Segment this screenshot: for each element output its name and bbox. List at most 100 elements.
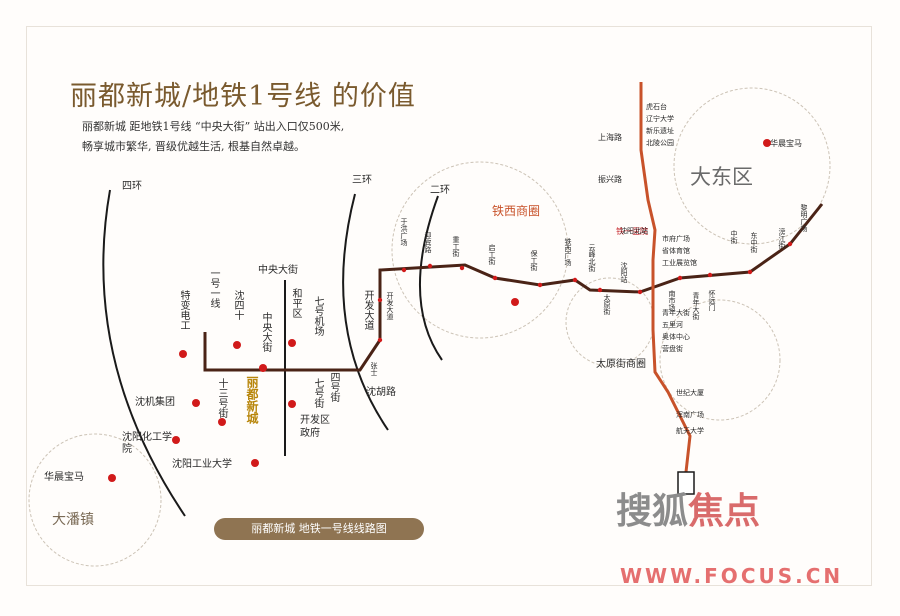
station-label: 南市场 <box>668 290 676 311</box>
poi-dot <box>218 418 226 426</box>
dadong-area-label: 大东区 <box>690 165 753 189</box>
lidu-highlight-label: 丽都新城 <box>245 376 259 424</box>
sohu-focus-logo: 搜狐焦点 <box>616 482 760 534</box>
poi-dot <box>192 399 200 407</box>
station-label: 铁西广场 <box>564 238 572 266</box>
station-label: 沈阳站 <box>620 262 628 283</box>
line2-terminal <box>677 471 695 495</box>
ring3-road <box>342 193 389 431</box>
station-label: 新乐遗址 <box>646 127 674 135</box>
station-label: 北陵公园 <box>646 139 674 147</box>
station-marker <box>377 297 383 303</box>
station-marker <box>459 265 465 271</box>
tiexi-area-label: 铁西商圈 <box>492 204 541 218</box>
dapan-area-circle <box>28 433 162 567</box>
dajie-label: 铁一医院 <box>616 227 648 236</box>
ring2-label: 二环 <box>430 185 450 196</box>
station-marker <box>597 287 603 293</box>
poi-dot <box>763 139 771 147</box>
station-label: 怀远门 <box>708 290 716 311</box>
dadong-area-circle <box>673 87 831 245</box>
station-label: 中街 <box>730 230 738 244</box>
station-label: 辽宁大学 <box>646 115 674 123</box>
poi-dot <box>288 339 296 347</box>
station-label: 重工街 <box>452 236 460 257</box>
station-marker <box>401 267 407 273</box>
zhonghe-label: 中央大街 <box>260 312 271 352</box>
kaifadadao-label: 开发大道 <box>362 290 373 330</box>
station-markers <box>377 241 793 343</box>
taiyuan-area-label: 太原街商圈 <box>596 359 646 370</box>
poi-dot <box>259 364 267 372</box>
huachen-east-label: 华晨宝马 <box>770 139 802 148</box>
station-label: 营盘街 <box>662 345 683 353</box>
station-label: 太原街 <box>603 294 611 315</box>
shengong-label: 沈阳工业大学 <box>172 459 232 470</box>
station-label: 于洪广场 <box>400 218 408 246</box>
poi-dot <box>251 459 259 467</box>
poi-dot <box>108 474 116 482</box>
poi-dot <box>233 341 241 349</box>
station-label: 沈阳北站 <box>620 227 648 235</box>
metro-line-1 <box>203 203 824 372</box>
poi-dot <box>172 436 180 444</box>
shenji-label: 沈机集团 <box>135 397 175 408</box>
station-label: 云峰北街 <box>588 244 596 272</box>
station-marker <box>427 263 433 269</box>
sihao-label: 四号街 <box>328 372 339 402</box>
poi-dots <box>108 139 771 482</box>
station-label: 迎宾路 <box>424 232 432 253</box>
shanghai-label: 上海路 <box>598 133 622 142</box>
station-marker <box>572 277 578 283</box>
station-label: 滂江街 <box>778 228 786 249</box>
station-label: 奥体中心 <box>662 333 690 341</box>
qiji-label: 七号机场 <box>312 296 323 336</box>
station-label: 保工街 <box>530 250 538 271</box>
tezhong-label: 特变电工 <box>178 290 189 330</box>
station-marker <box>707 272 713 278</box>
poi-dot <box>511 298 519 306</box>
metro-line-2 <box>639 82 692 473</box>
station-label: 市府广场 <box>662 235 690 243</box>
station-label: 工业展览馆 <box>662 259 697 267</box>
station-marker <box>677 275 683 281</box>
ring4-label: 四环 <box>122 181 142 192</box>
ring4-road <box>102 189 186 517</box>
shenhua-label: 沈阳化工学院 <box>122 432 172 455</box>
shenhu-label: 沈胡路 <box>366 387 396 398</box>
page-title: 丽都新城/地铁1号线 的价值 <box>70 81 416 112</box>
map-caption-banner: 丽都新城 地铁一号线线路图 <box>214 518 424 540</box>
logo-url: WWW.FOCUS.CN <box>620 564 844 588</box>
ring2-road <box>419 195 443 361</box>
yiyi-label: 一号一线 <box>208 268 219 308</box>
map-frame <box>26 26 872 586</box>
station-label: 青年大街 <box>662 309 690 317</box>
station-marker <box>537 282 543 288</box>
heping-label: 和平区 <box>290 288 301 318</box>
station-marker <box>787 241 793 247</box>
kaifa-label: 开发区政府 <box>300 415 330 439</box>
intro-line-2: 畅享城市繁华, 晋级优越生活, 根基自然卓越。 <box>82 140 305 153</box>
intro-line-1: 丽都新城 距地铁1号线 “中央大街” 站出入口仅500米, <box>82 120 345 133</box>
huachen-west-label: 华晨宝马 <box>44 472 84 483</box>
station-marker <box>492 275 498 281</box>
station-label: 航天大学 <box>676 427 704 435</box>
tiexi-area-circle <box>391 161 569 339</box>
shensi-label: 沈四十 <box>232 290 243 320</box>
station-label: 浑南广场 <box>676 411 704 419</box>
station-label: 虎石台 <box>646 103 667 111</box>
station-label: 开发大道 <box>386 292 394 320</box>
logo-part-1: 搜狐 <box>616 490 689 532</box>
logo-part-2: 焦点 <box>688 490 761 532</box>
poi-dot <box>179 350 187 358</box>
station-label: 青年大街 <box>692 292 700 320</box>
south-area-circle <box>659 299 781 421</box>
station-label: 省体育馆 <box>662 247 690 255</box>
station-marker <box>377 337 383 343</box>
dapan-area-label: 大潘镇 <box>52 512 94 528</box>
station-label: 启工街 <box>488 244 496 265</box>
zhenxing-label: 振兴路 <box>598 175 622 184</box>
poi-dot <box>288 400 296 408</box>
